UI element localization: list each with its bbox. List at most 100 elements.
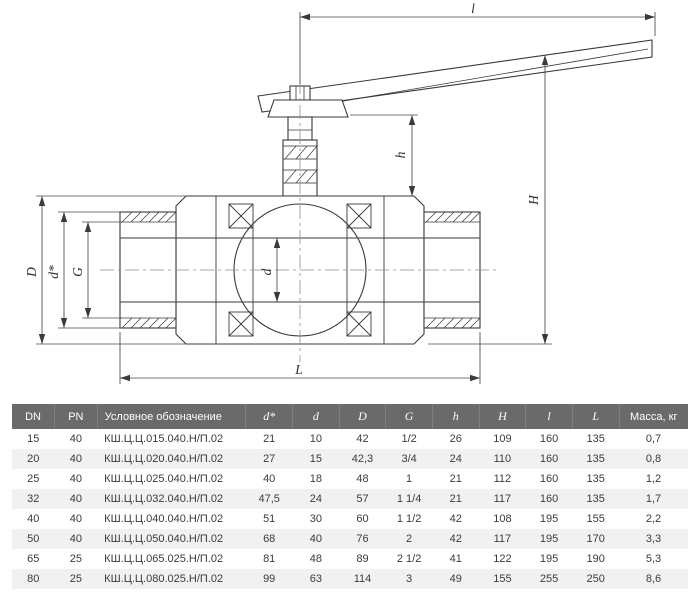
- table-cell: 3/4: [401, 453, 417, 465]
- dimension-lines: [36, 12, 656, 384]
- table-cell: 99: [263, 573, 276, 585]
- table-cell: КШ.Ц.Ц.032.040.Н/П.02: [104, 493, 224, 505]
- dim-label-D: D: [24, 267, 39, 278]
- table-cell: 135: [586, 433, 605, 445]
- table-cell: 21: [449, 473, 462, 485]
- table-cell: 48: [309, 553, 322, 565]
- table-cell: КШ.Ц.Ц.065.025.Н/П.02: [104, 553, 224, 565]
- table-cell: 81: [263, 553, 276, 565]
- dim-label-H: H: [526, 194, 541, 206]
- table-cell: 25: [69, 553, 82, 565]
- table-cell: 20: [27, 453, 40, 465]
- table-cell: 160: [539, 453, 559, 465]
- valve-technical-drawing: l H h D d* G d L: [24, 1, 656, 384]
- table-cell: 24: [449, 453, 462, 465]
- table-cell: КШ.Ц.Ц.040.040.Н/П.02: [104, 513, 224, 525]
- table-cell: 2,2: [645, 513, 662, 525]
- table-cell: 42,3: [351, 453, 374, 465]
- drawing-area: l H h D d* G d L: [24, 1, 656, 384]
- table-cell: 1,2: [645, 473, 662, 485]
- table-cell: 195: [539, 533, 559, 545]
- table-cell: 40: [263, 473, 276, 485]
- table-cell: 50: [27, 533, 40, 545]
- table-cell: 42: [356, 433, 369, 445]
- table-cell: 57: [356, 493, 369, 505]
- table-cell: 25: [27, 473, 40, 485]
- table-cell: 3,3: [645, 533, 662, 545]
- table-cell: 117: [493, 533, 512, 545]
- column-header: l: [525, 404, 573, 429]
- column-header: L: [571, 404, 619, 429]
- table-cell: 89: [356, 553, 369, 565]
- table-cell: 1,7: [645, 493, 662, 505]
- table-cell: 1 1/4: [396, 493, 422, 505]
- column-header: Условное обозначение: [96, 404, 246, 429]
- seat-rings: [228, 203, 372, 337]
- table-cell: 47,5: [258, 493, 280, 505]
- table-cell: 195: [539, 553, 559, 565]
- table-cell: 250: [586, 573, 605, 585]
- dim-label-d-star: d*: [46, 265, 61, 279]
- table-cell: 26: [449, 433, 462, 445]
- dimension-arrows: [38, 13, 655, 382]
- column-header: H: [478, 404, 526, 429]
- table-cell: 32: [27, 493, 40, 505]
- dim-label-l: l: [471, 1, 475, 16]
- table-cell: 112: [493, 473, 512, 485]
- table-cell: 5,3: [645, 553, 662, 565]
- table-cell: 135: [586, 493, 605, 505]
- table-cell: 68: [263, 533, 276, 545]
- table-cell: 63: [309, 573, 322, 585]
- table-cell: 108: [493, 513, 512, 525]
- table-cell: 2 1/2: [396, 553, 422, 565]
- centerlines: [100, 80, 500, 362]
- table-cell: 49: [449, 573, 462, 585]
- table-cell: 1 1/2: [396, 513, 422, 525]
- column-header: G: [385, 404, 433, 429]
- table-cell: КШ.Ц.Ц.025.040.Н/П.02: [104, 473, 224, 485]
- column-header: d*: [245, 404, 293, 429]
- table-cell: 160: [539, 473, 559, 485]
- lever-fold-line: [331, 48, 649, 104]
- table-cell: 40: [69, 453, 82, 465]
- table-cell: 40: [27, 513, 40, 525]
- table-cell: 18: [309, 473, 322, 485]
- table-cell: 21: [263, 433, 276, 445]
- table-cell: 76: [356, 533, 369, 545]
- table-cell: 42: [449, 513, 462, 525]
- table-cell: 24: [309, 493, 322, 505]
- dim-label-L: L: [294, 362, 303, 377]
- column-header: PN: [54, 404, 98, 429]
- table-cell: 117: [493, 493, 512, 505]
- table-cell: 0,7: [645, 433, 662, 445]
- handle-bracket: [267, 99, 349, 118]
- table-cell: 8,6: [645, 573, 662, 585]
- table-cell: 15: [27, 433, 40, 445]
- table-cell: 160: [539, 433, 559, 445]
- table-cell: 2: [406, 533, 413, 545]
- table-cell: 30: [309, 513, 322, 525]
- table-cell: 155: [586, 513, 605, 525]
- table-cell: 80: [27, 573, 40, 585]
- dimension-labels: l H h D d* G d L: [24, 1, 541, 377]
- table-cell: 122: [493, 553, 512, 565]
- table-cell: 40: [69, 493, 82, 505]
- table-cell: 1/2: [401, 433, 417, 445]
- handle-lever: [257, 39, 653, 113]
- table-cell: 48: [356, 473, 369, 485]
- table-cell: 40: [69, 533, 82, 545]
- table-cell: КШ.Ц.Ц.050.040.Н/П.02: [104, 533, 224, 545]
- lever-arm: [257, 39, 653, 113]
- table-cell: 110: [493, 453, 512, 465]
- table-cell: 114: [353, 573, 372, 585]
- table-cell: 51: [263, 513, 276, 525]
